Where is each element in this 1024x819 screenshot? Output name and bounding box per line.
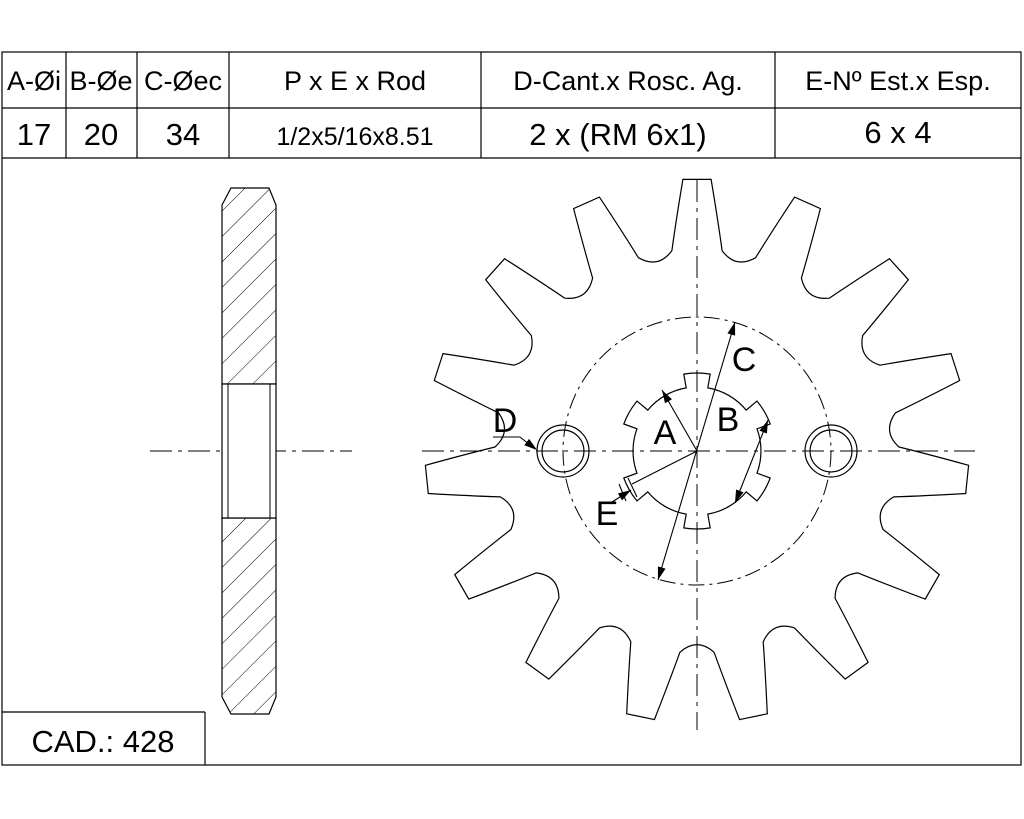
- arrowhead-b-top: [759, 420, 768, 434]
- header-thread: D-Cant.x Rosc. Ag.: [513, 66, 743, 96]
- hatched-section-bottom: [221, 517, 277, 715]
- dimension-arrowheads: [524, 322, 768, 580]
- arrowhead-e: [617, 490, 631, 501]
- dim-line-e-tick-top: [627, 477, 638, 498]
- dim-line-b: [734, 419, 769, 504]
- sprocket-front-view: A B C D E: [422, 178, 975, 730]
- bolt-hole-right: [804, 424, 858, 478]
- value-c-bolt-circle: 34: [166, 117, 200, 152]
- cad-label: CAD.: 428: [31, 724, 174, 759]
- header-pitch: P x E x Rod: [284, 66, 426, 96]
- callout-b: B: [717, 401, 740, 439]
- spline-hub: [623, 372, 771, 530]
- arrowhead-d: [524, 438, 537, 450]
- value-b-outer-diameter: 20: [84, 117, 118, 152]
- callout-d: D: [493, 402, 518, 440]
- arrowhead-b-bottom: [735, 489, 744, 503]
- value-a-inner-diameter: 17: [17, 117, 51, 152]
- header-b-outer-diameter: B-Øe: [69, 66, 132, 96]
- dim-line-e-ref: [631, 450, 698, 485]
- header-splines: E-Nº Est.x Esp.: [805, 66, 990, 96]
- spec-table: A-Øi B-Øe C-Øec P x E x Rod D-Cant.x Ros…: [2, 52, 1021, 159]
- bore-section: [221, 383, 277, 519]
- drawing-frame: [1, 51, 1022, 766]
- arrowhead-c-top: [727, 322, 736, 336]
- header-a-inner-diameter: A-Øi: [7, 66, 61, 96]
- hatched-section-top: [221, 187, 277, 385]
- value-thread: 2 x (RM 6x1): [529, 117, 706, 152]
- arrowhead-c-bottom: [657, 566, 666, 580]
- header-c-bolt-circle: C-Øec: [144, 66, 222, 96]
- value-splines: 6 x 4: [864, 115, 931, 150]
- arrowhead-a: [662, 390, 672, 404]
- value-pitch: 1/2x5/16x8.51: [276, 123, 433, 151]
- sprocket-outline: [424, 178, 970, 721]
- callout-a: A: [654, 414, 677, 452]
- bolt-hole-left: [536, 424, 590, 478]
- cad-box: CAD.: 428: [2, 711, 206, 765]
- side-section-view: [150, 187, 352, 715]
- callout-e: E: [596, 495, 619, 533]
- callout-c: C: [732, 341, 757, 379]
- bolt-circle: [562, 316, 832, 586]
